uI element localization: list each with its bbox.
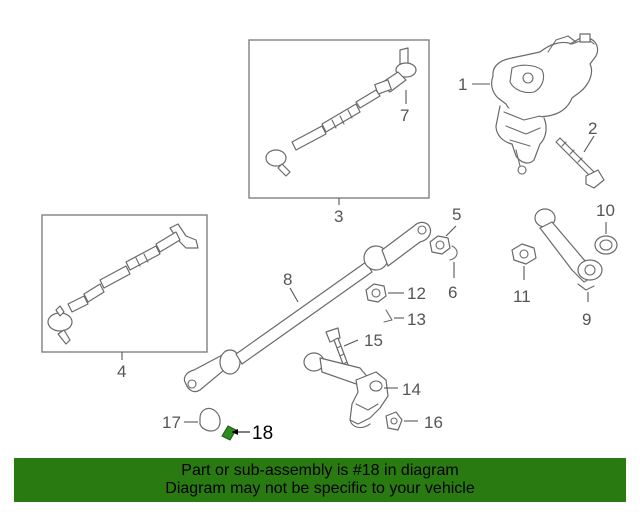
clip-part-18[interactable] [221,425,237,441]
info-banner: Part or sub-assembly is #18 in diagram D… [14,458,626,502]
callout-15: 15 [364,331,383,350]
nut-part-5[interactable] [429,235,451,255]
callout-11: 11 [513,287,531,306]
callout-3: 3 [334,207,343,226]
callout-8: 8 [283,270,292,289]
boot-part-17[interactable] [199,407,221,432]
callout-6: 6 [448,283,457,302]
leader-2 [583,135,595,153]
bolt-part-2[interactable] [555,137,605,189]
callout-4: 4 [117,362,126,381]
callout-1: 1 [458,75,467,94]
callout-9: 9 [582,310,591,329]
tie-rod-assembly-4[interactable] [47,223,199,345]
steering-gear-box[interactable] [491,33,599,175]
nut-part-11[interactable] [511,243,537,265]
callout-12: 12 [407,284,426,303]
cotter-pin-13[interactable] [383,309,393,323]
arrowhead-18 [232,429,238,435]
pitman-arm-9[interactable] [534,208,603,291]
seal-part-10[interactable] [594,235,618,255]
idler-arm-14[interactable] [303,352,389,429]
bushing-part-16[interactable] [385,411,403,431]
center-link-8[interactable] [183,221,432,393]
tie-rod-assembly-3[interactable] [265,47,417,177]
banner-line-2: Diagram may not be specific to your vehi… [165,480,475,497]
nut-part-12[interactable] [365,283,387,303]
callout-5: 5 [452,205,461,224]
leader-8 [289,287,299,303]
bolt-part-15[interactable] [325,327,351,373]
callout-13: 13 [407,310,426,329]
callout-10: 10 [596,201,615,220]
callout-2: 2 [588,119,597,138]
cotter-pin-6[interactable] [449,245,458,261]
banner-line-1: Part or sub-assembly is #18 in diagram [181,462,459,479]
parts-diagram: 1 2 7 3 4 [41,33,618,444]
box-part-4 [41,214,208,353]
callout-16: 16 [424,413,443,432]
leader-5 [445,225,457,237]
leader-15 [343,339,359,347]
callout-17: 17 [162,413,181,432]
callout-18: 18 [252,423,273,444]
callout-7: 7 [400,106,409,125]
callout-14: 14 [402,380,421,399]
